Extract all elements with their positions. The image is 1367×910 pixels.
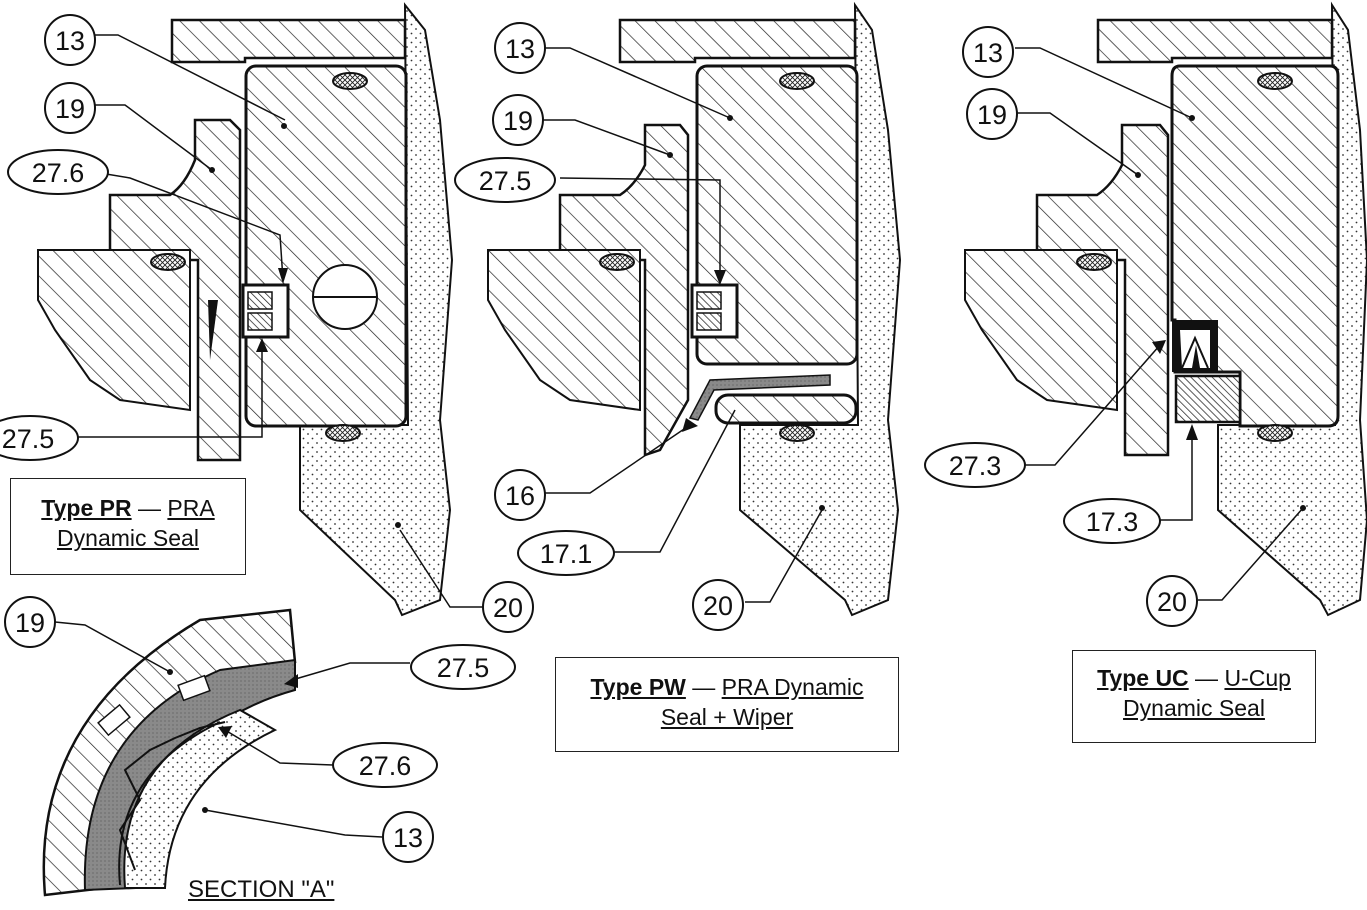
callout-uc-13: 13 xyxy=(962,26,1014,78)
section-a-drawing xyxy=(42,608,410,897)
callout-uc-20: 20 xyxy=(1146,575,1198,627)
callout-label: 19 xyxy=(977,100,1007,130)
callout-pr-27-6: 27.6 xyxy=(7,149,109,195)
caption-line2: Dynamic Seal xyxy=(57,525,199,551)
callout-pr-27-5: 27.5 xyxy=(0,415,79,461)
callout-label: 17.3 xyxy=(1086,507,1139,537)
callout-uc-27-3: 27.3 xyxy=(924,442,1026,488)
callout-pr-20: 20 xyxy=(482,581,534,633)
caption-line1: PRA Dynamic xyxy=(721,674,864,700)
caption-type-pr: Type PR — PRA Dynamic Seal xyxy=(10,478,246,575)
callout-pw-13: 13 xyxy=(494,22,546,74)
caption-type-label: Type PW xyxy=(590,674,686,700)
callout-pw-17-1: 17.1 xyxy=(517,530,615,576)
callout-label: 16 xyxy=(505,481,535,511)
caption-type-label: Type UC xyxy=(1097,665,1189,691)
callout-uc-19: 19 xyxy=(966,88,1018,140)
caption-line2: Seal + Wiper xyxy=(660,704,794,730)
callout-label: 20 xyxy=(493,593,523,623)
caption-line2: Dynamic Seal xyxy=(1123,695,1265,721)
caption-dash: — xyxy=(685,674,722,700)
callout-label: 27.3 xyxy=(949,451,1002,481)
callout-label: 20 xyxy=(1157,587,1187,617)
callout-label: 17.1 xyxy=(540,539,593,569)
callout-label: 13 xyxy=(973,38,1003,68)
type-pw-drawing xyxy=(487,1,902,617)
section-a-title: SECTION "A" xyxy=(188,876,335,903)
caption-type-label: Type PR xyxy=(41,495,132,521)
callout-pr-19: 19 xyxy=(44,82,96,134)
callout-pw-16: 16 xyxy=(494,469,546,521)
type-pr-drawing xyxy=(37,2,488,617)
callout-label: 13 xyxy=(55,26,85,56)
callout-pr-13: 13 xyxy=(44,14,96,66)
caption-dash: — xyxy=(131,495,168,521)
callout-pw-27-5: 27.5 xyxy=(454,157,556,203)
caption-type-uc: Type UC — U-Cup Dynamic Seal xyxy=(1072,650,1316,743)
callout-label: 27.6 xyxy=(359,751,412,781)
caption-dash: — xyxy=(1188,665,1225,691)
callout-sa-27-5: 27.5 xyxy=(410,644,516,690)
callout-label: 27.5 xyxy=(479,166,532,196)
callout-pw-19: 19 xyxy=(492,94,544,146)
callout-label: 27.5 xyxy=(2,424,55,454)
callout-pw-20: 20 xyxy=(692,579,744,631)
callout-label: 13 xyxy=(393,823,423,853)
caption-line1: PRA xyxy=(167,495,215,521)
callout-label: 19 xyxy=(55,94,85,124)
callout-uc-17-3: 17.3 xyxy=(1063,498,1161,544)
caption-line1: U-Cup xyxy=(1224,665,1291,691)
callout-sa-13: 13 xyxy=(382,811,434,863)
caption-type-pw: Type PW — PRA Dynamic Seal + Wiper xyxy=(555,657,899,752)
callout-sa-19: 19 xyxy=(4,596,56,648)
type-uc-drawing xyxy=(964,1,1367,617)
callout-label: 19 xyxy=(15,608,45,638)
callout-sa-27-6: 27.6 xyxy=(332,742,438,788)
callout-label: 19 xyxy=(503,106,533,136)
callout-label: 27.6 xyxy=(32,158,85,188)
callout-label: 27.5 xyxy=(437,653,490,683)
callout-label: 13 xyxy=(505,34,535,64)
callout-label: 20 xyxy=(703,591,733,621)
